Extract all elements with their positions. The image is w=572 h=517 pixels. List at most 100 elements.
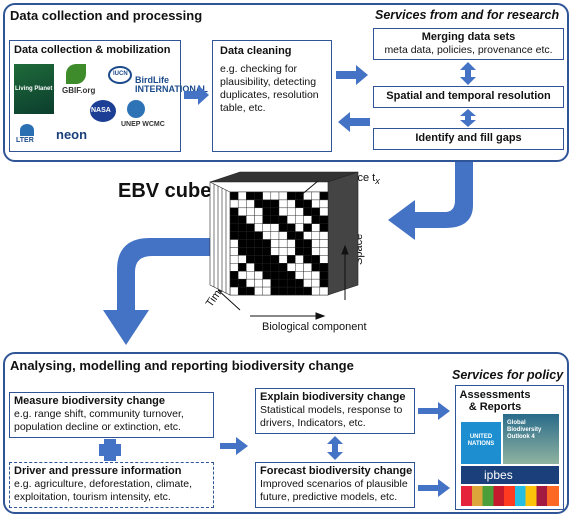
cube-cell (254, 286, 263, 296)
cube-cell (262, 239, 272, 248)
cube-cell (246, 215, 255, 224)
cube-cell (295, 223, 304, 232)
cube-cell (229, 191, 239, 201)
cube-cell (319, 263, 329, 272)
cube-cell (237, 191, 247, 201)
arrow-top-to-cube (388, 162, 473, 240)
cube-cell (303, 239, 312, 248)
cube-cell (237, 271, 247, 280)
cube-cell (303, 286, 312, 296)
cube-cell (254, 255, 263, 264)
spatial-box (373, 86, 564, 108)
cube-cell (278, 286, 288, 296)
cube-cell (254, 263, 263, 272)
cube-cell (311, 286, 321, 296)
cube-cell (303, 207, 312, 216)
cube-cell (303, 263, 312, 272)
cube-cell (237, 263, 247, 272)
cube-cell (311, 199, 321, 209)
cube-cell (270, 199, 280, 209)
cube-cell (262, 278, 272, 288)
cube-cell (303, 199, 312, 209)
living-planet-logo-text: Living Planet (15, 86, 53, 92)
cube-cell (229, 223, 239, 232)
gaps-box (373, 128, 564, 150)
cube-cell (237, 247, 247, 256)
cube-cell (295, 286, 304, 296)
cube-cell (270, 286, 280, 296)
cube-cell (246, 231, 255, 240)
cube-cell (262, 223, 272, 232)
cube-cell (229, 199, 239, 209)
cube-cell (270, 263, 280, 272)
cube-cell (295, 271, 304, 280)
cube-cell (229, 239, 239, 248)
cube-cell (286, 215, 296, 224)
top-panel-title: Data collection and processing (10, 8, 203, 23)
data-collection-title: Data collection & mobilization (14, 44, 171, 56)
sdg-icons-strip (461, 486, 559, 506)
ipbes-logo-text: ipbes (484, 468, 513, 482)
cube-cell (254, 247, 263, 256)
cube-cell (311, 191, 321, 201)
axis-bio-label: Biological component (262, 321, 367, 333)
cube-cell (246, 278, 255, 288)
cube-cell (319, 271, 329, 280)
cube-cell (270, 255, 280, 264)
cube-cell (319, 255, 329, 264)
cube-cell (246, 247, 255, 256)
cube-cell (303, 271, 312, 280)
lter-logo (20, 124, 34, 136)
cube-cell (270, 278, 280, 288)
cube-cell (286, 263, 296, 272)
time-slice-pointer (299, 180, 319, 197)
cube-cell (311, 247, 321, 256)
cube-front-face (229, 191, 329, 296)
cube-cell (319, 223, 329, 232)
cube-cell (319, 239, 329, 248)
explain-title: Explain biodiversity change (260, 391, 406, 403)
neon-logo-text: neon (56, 127, 88, 142)
cube-cell (246, 255, 255, 264)
merging-box (373, 28, 564, 60)
driver-text: e.g. agriculture, deforestation, climate… (14, 478, 193, 503)
cube-cell (295, 231, 304, 240)
cube-cell (237, 239, 247, 248)
cube-cell (319, 215, 329, 224)
cube-cell (278, 215, 288, 224)
merging-text: meta data, policies, provenance etc. (384, 44, 553, 56)
cube-cell (254, 215, 263, 224)
merging-title: Merging data sets (421, 31, 516, 43)
cube-cell (254, 191, 263, 201)
cube-cell (270, 215, 280, 224)
cube-cell (286, 255, 296, 264)
cube-cell (246, 199, 255, 209)
cube-cell (246, 207, 255, 216)
cube-cell (229, 271, 239, 280)
cube-cell (246, 191, 255, 201)
cube-cell (319, 247, 329, 256)
cube-cell (262, 255, 272, 264)
cube-cell (254, 231, 263, 240)
forecast-box (255, 462, 415, 508)
cube-cell (311, 231, 321, 240)
policy-services-title: Services for policy (452, 368, 564, 382)
cube-cell (229, 263, 239, 272)
cube-cell (295, 278, 304, 288)
gbo-report-cover (503, 414, 559, 464)
cube-cell (278, 207, 288, 216)
time-slice-label: Time slice tx (320, 172, 380, 188)
cube-cell (246, 239, 255, 248)
cube-cell (246, 271, 255, 280)
cube-cell (286, 199, 296, 209)
cube-cell (278, 247, 288, 256)
cube-back-layers (209, 181, 231, 296)
cube-cell (311, 271, 321, 280)
cube-cell (303, 215, 312, 224)
measure-title: Measure biodiversity change (14, 395, 165, 407)
cube-cell (311, 255, 321, 264)
cube-cell (262, 207, 272, 216)
cube-cell (286, 271, 296, 280)
cube-cell (278, 223, 288, 232)
cube-cells (229, 191, 329, 296)
